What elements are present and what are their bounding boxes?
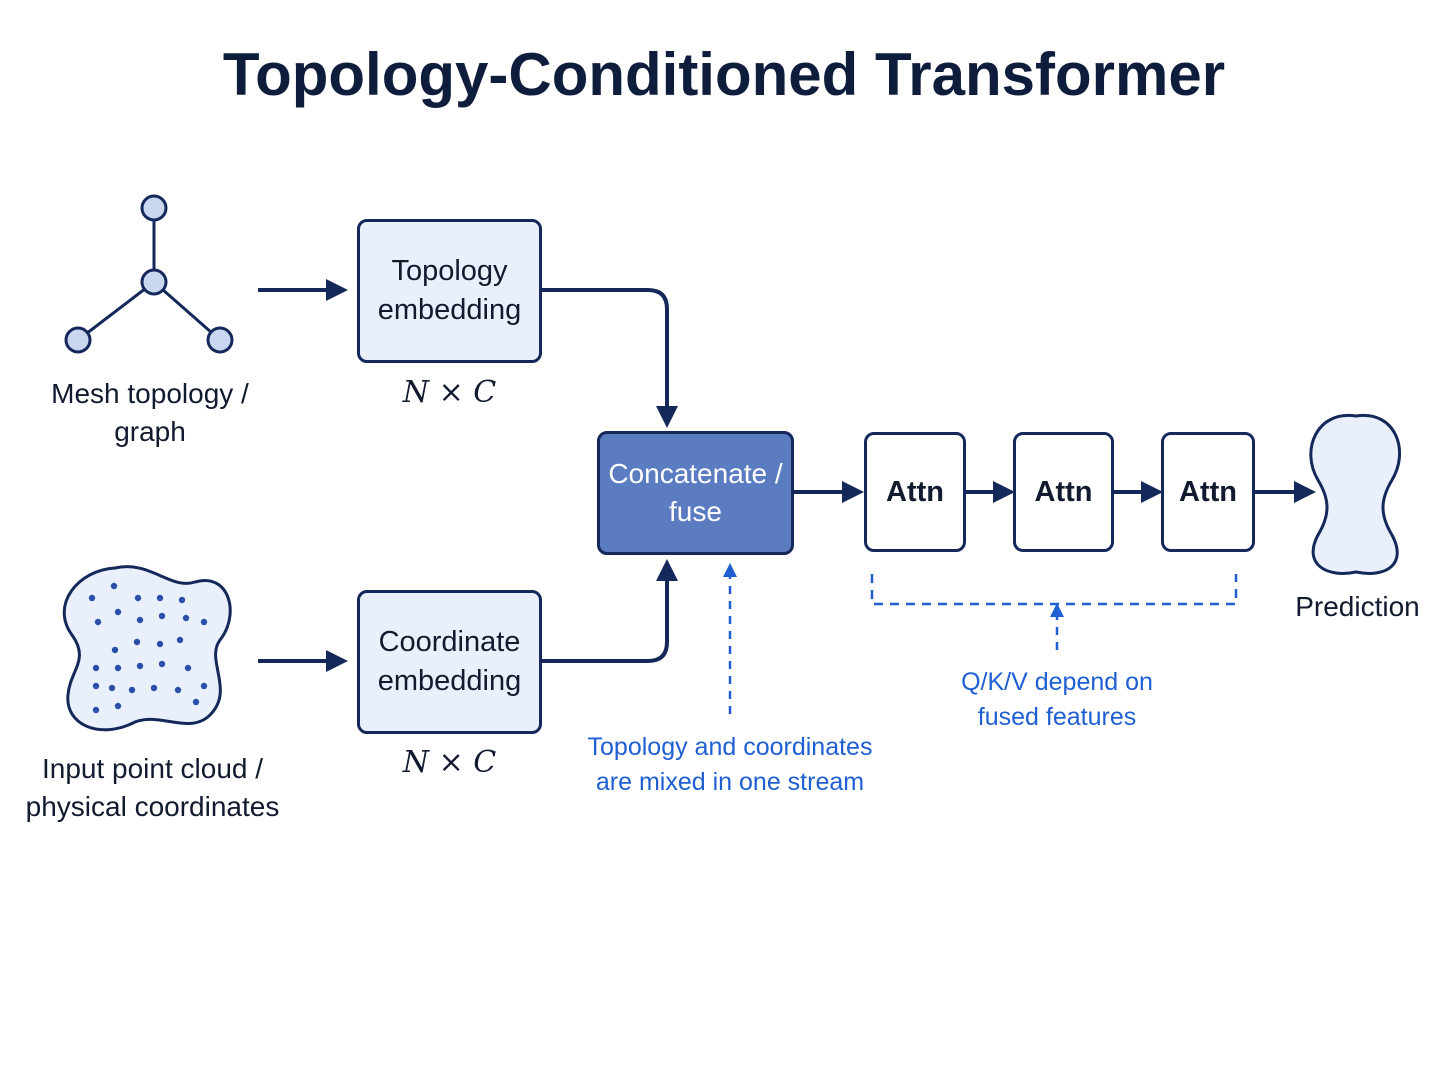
attn-block-1: Attn <box>864 432 966 552</box>
topology-to-fuse-arrow <box>542 288 678 428</box>
attn-bracket <box>870 574 1238 606</box>
prediction-shape <box>1309 413 1402 575</box>
mix-note-line2: are mixed in one stream <box>595 768 865 796</box>
fuse-box: Concatenate / fuse <box>597 431 794 555</box>
mix-note: Topology and coordinates are mixed in on… <box>560 730 900 800</box>
mesh-caption-line1: Mesh topology / <box>51 378 249 409</box>
fuse-line2: fuse <box>669 496 722 527</box>
attn-block-3-label: Attn <box>1179 475 1237 508</box>
topology-embedding-line2: embedding <box>377 294 522 326</box>
attn-block-2: Attn <box>1013 432 1114 552</box>
cloud-caption-line2: physical coordinates <box>25 791 280 822</box>
attn-block-3: Attn <box>1161 432 1255 552</box>
coordinate-embedding-line1: Coordinate <box>378 626 521 658</box>
coordinate-embedding-box: Coordinate embedding <box>357 590 542 734</box>
mesh-graph-icon <box>64 194 234 354</box>
topology-embedding-line1: Topology <box>391 255 508 287</box>
coordinate-to-fuse-arrow <box>542 559 678 663</box>
prediction-label: Prediction <box>1295 591 1420 622</box>
attn-block-1-label: Attn <box>886 475 944 508</box>
mesh-caption-line2: graph <box>114 416 186 447</box>
point-cloud-icon <box>62 565 232 732</box>
attn-block-2-label: Attn <box>1034 475 1093 508</box>
mesh-caption: Mesh topology / graph <box>20 375 280 451</box>
qkv-note-line2: fused features <box>977 703 1137 731</box>
coordinate-shape-label: N × C <box>402 745 497 780</box>
topology-embedding-box: Topology embedding <box>357 219 542 363</box>
diagram-title: Topology-Conditioned Transformer <box>222 41 1226 108</box>
qkv-note: Q/K/V depend on fused features <box>917 665 1197 735</box>
qkv-note-line1: Q/K/V depend on <box>961 668 1153 696</box>
fuse-line1: Concatenate / <box>608 458 783 489</box>
topology-shape-label: N × C <box>402 375 497 410</box>
coordinate-embedding-line2: embedding <box>377 665 522 697</box>
cloud-caption: Input point cloud / physical coordinates <box>10 750 295 826</box>
cloud-caption-line1: Input point cloud / <box>41 753 264 784</box>
mix-note-line1: Topology and coordinates <box>587 733 873 761</box>
